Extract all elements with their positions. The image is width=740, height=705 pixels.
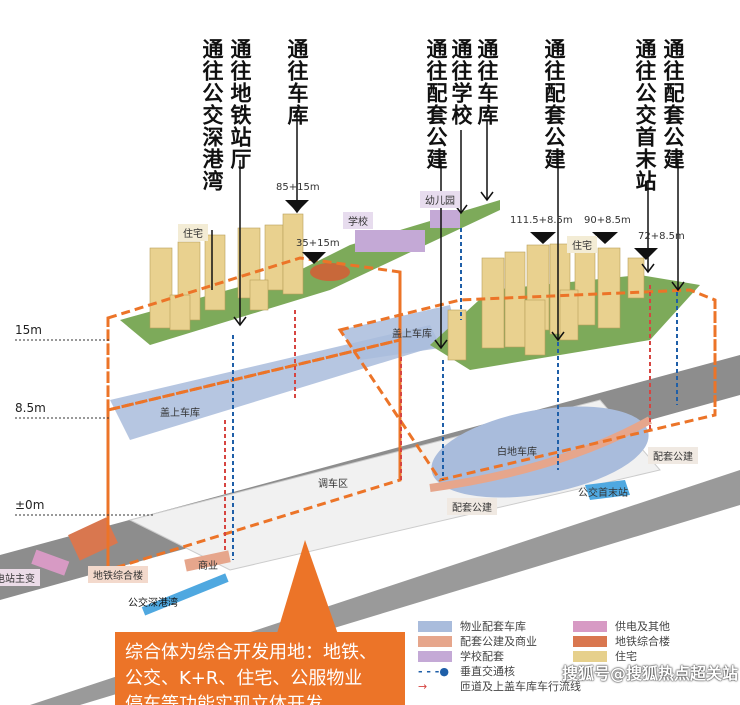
legend-swatch [573,651,607,662]
commercial-block [184,550,231,572]
callout-pointer [275,540,340,640]
height-0m: ±0m [15,498,45,512]
label-ground-garage: 白地车库 [497,447,537,458]
label-height-1: 85+15m [276,182,320,193]
callout-line: 综合体为综合开发用地：地铁、 [125,642,377,663]
label-deck-garage-2: 盖上车库 [160,408,200,419]
legend-label: 垂直交通核 [460,665,515,678]
label-bus-terminal: 公交首末站 [578,488,628,499]
legend-swatch [573,636,607,647]
legend-label: 配套公建及商业 [460,635,537,648]
legend-swatch [418,651,452,662]
residential-towers-right [447,243,645,361]
legend-label: 住宅 [615,650,637,663]
legend-swatch [418,621,452,632]
legend-item: 物业配套车库 [418,620,526,633]
direction-label: 通往学校 [449,38,473,126]
label-height-4: 90+8.5m [584,215,631,226]
legend-item: 配套公建及商业 [418,635,537,648]
legend-swatch [573,621,607,632]
ground-facility-strip [429,416,652,492]
legend-label: 供电及其他 [615,620,670,633]
height-15m: 15m [15,323,42,337]
height-reference-lines [15,339,155,516]
legend-label: 地铁综合楼 [615,635,670,648]
legend-item-ramp-flow: → 匝道及上盖车库车行流线 [418,680,581,693]
substation-building [31,549,70,576]
bus-bay [141,573,229,616]
label-school: 学校 [343,212,373,229]
legend-label: 物业配套车库 [460,620,526,633]
legend-item-vertical-core: - - -● 垂直交通核 [418,665,515,678]
direction-label: 通往公交深港湾 [200,38,224,192]
watermark: 搜狐号@搜狐热点超关站 [562,664,739,683]
legend-item: 供电及其他 [573,620,670,633]
height-8-5m: 8.5m [15,401,46,415]
direction-label: 通往配套公建 [661,38,685,170]
metro-building [68,517,118,561]
legend-label: 匝道及上盖车库车行流线 [460,680,581,693]
height-markers [285,200,658,264]
direction-label: 通往公交首末站 [633,38,657,192]
callout-line: 公交、K+R、住宅、公服物业 [125,668,363,689]
label-bus-bay: 公交深港湾 [128,598,178,609]
direction-arrows [211,110,685,350]
kindergarten-building [430,210,460,228]
vertical-core-icon: - - -● [418,665,449,678]
direction-label: 通往车库 [475,38,499,126]
residential-towers-left [149,213,304,331]
label-facility-bottom: 配套公建 [447,498,497,515]
label-height-5: 72+8.5m [638,231,685,242]
label-residential-left: 住宅 [178,224,208,241]
legend-swatch [418,636,452,647]
label-facility-right: 配套公建 [648,447,698,464]
sports-field [310,263,350,281]
red-cores [224,285,651,550]
label-deck-garage-1: 盖上车库 [392,329,432,340]
direction-label: 通往车库 [285,38,309,126]
ramp-flow-icon: → [418,680,428,693]
legend-item: 住宅 [573,650,637,663]
callout-line: 停车等功能实现立体开发 [125,694,323,705]
label-residential-right: 住宅 [567,236,597,253]
vertical-cores [232,228,678,560]
label-height-3: 111.5+8.5m [510,215,573,226]
label-kindergarten: 幼儿园 [420,191,460,208]
label-substation: 电站主变 [0,569,40,586]
bus-terminal-area [585,480,630,500]
direction-label: 通往地铁站厅 [228,38,252,170]
label-height-2: 35+15m [296,238,340,249]
label-yard: 调车区 [318,479,348,490]
school-building [355,230,425,252]
legend-item: 学校配套 [418,650,504,663]
direction-label: 通往配套公建 [424,38,448,170]
legend-item: 地铁综合楼 [573,635,670,648]
label-commercial: 商业 [198,561,218,572]
callout-box: 综合体为综合开发用地：地铁、 公交、K+R、住宅、公服物业 停车等功能实现立体开… [115,632,405,705]
direction-label: 通往配套公建 [542,38,566,170]
legend-label: 学校配套 [460,650,504,663]
label-metro-building: 地铁综合楼 [88,566,148,583]
